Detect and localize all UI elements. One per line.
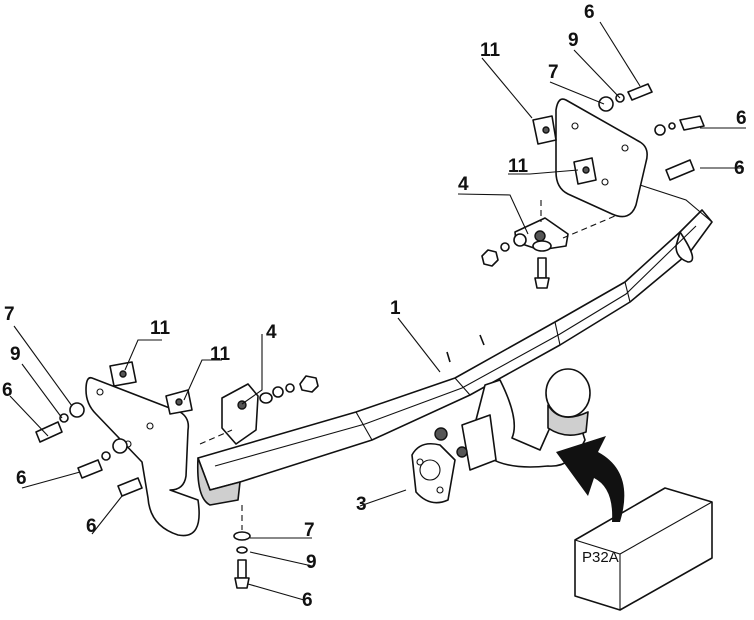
bottom-hardware [233, 505, 251, 589]
callout-1-frame: 1 [390, 298, 401, 319]
callout-9-top: 9 [568, 30, 579, 51]
left-hardware-bolts [35, 402, 143, 497]
callout-6-bottom: 6 [302, 590, 313, 611]
callout-11-left-a: 11 [150, 318, 171, 339]
leader-lines [9, 21, 746, 601]
callout-9-bottom: 9 [306, 552, 317, 573]
callout-7-top: 7 [548, 62, 559, 83]
left-clamp-plate [199, 383, 259, 445]
tow-ball-assembly [411, 368, 591, 504]
top-hardware [598, 83, 705, 181]
right-bracket-plate [555, 98, 648, 218]
callout-4-left-plate: 4 [266, 322, 277, 343]
callout-4-right-plate: 4 [458, 174, 469, 195]
left-bracket-plate [85, 376, 200, 537]
callout-6-left-middle: 6 [16, 468, 27, 489]
package-label: P32A [582, 549, 619, 566]
callout-9-left: 9 [10, 344, 21, 365]
callout-6-left-lower: 6 [86, 516, 97, 537]
callout-6-left-upper: 6 [2, 380, 13, 401]
left-clips [109, 361, 193, 415]
callout-7-left: 7 [4, 304, 15, 325]
callout-3-ball: 3 [356, 494, 367, 515]
callout-6-side-upper: 6 [736, 108, 747, 129]
package-box: P32A [574, 487, 713, 611]
callout-labels: 1 3 4 4 11 11 11 11 7 9 6 6 6 7 9 6 6 6 … [2, 2, 747, 611]
towbar-main-frame [196, 184, 713, 506]
callout-6-top: 6 [584, 2, 595, 23]
right-clamp-plate [514, 200, 616, 251]
callout-11-right-lower: 11 [508, 156, 529, 177]
callout-11-left-b: 11 [210, 344, 231, 365]
callout-6-side-lower: 6 [734, 158, 745, 179]
right-hardware [481, 233, 552, 289]
right-clips [532, 115, 597, 185]
curved-arrow [556, 436, 625, 522]
callout-7-bottom: 7 [304, 520, 315, 541]
left-hardware [259, 375, 319, 404]
callout-11-right-upper: 11 [480, 40, 501, 61]
